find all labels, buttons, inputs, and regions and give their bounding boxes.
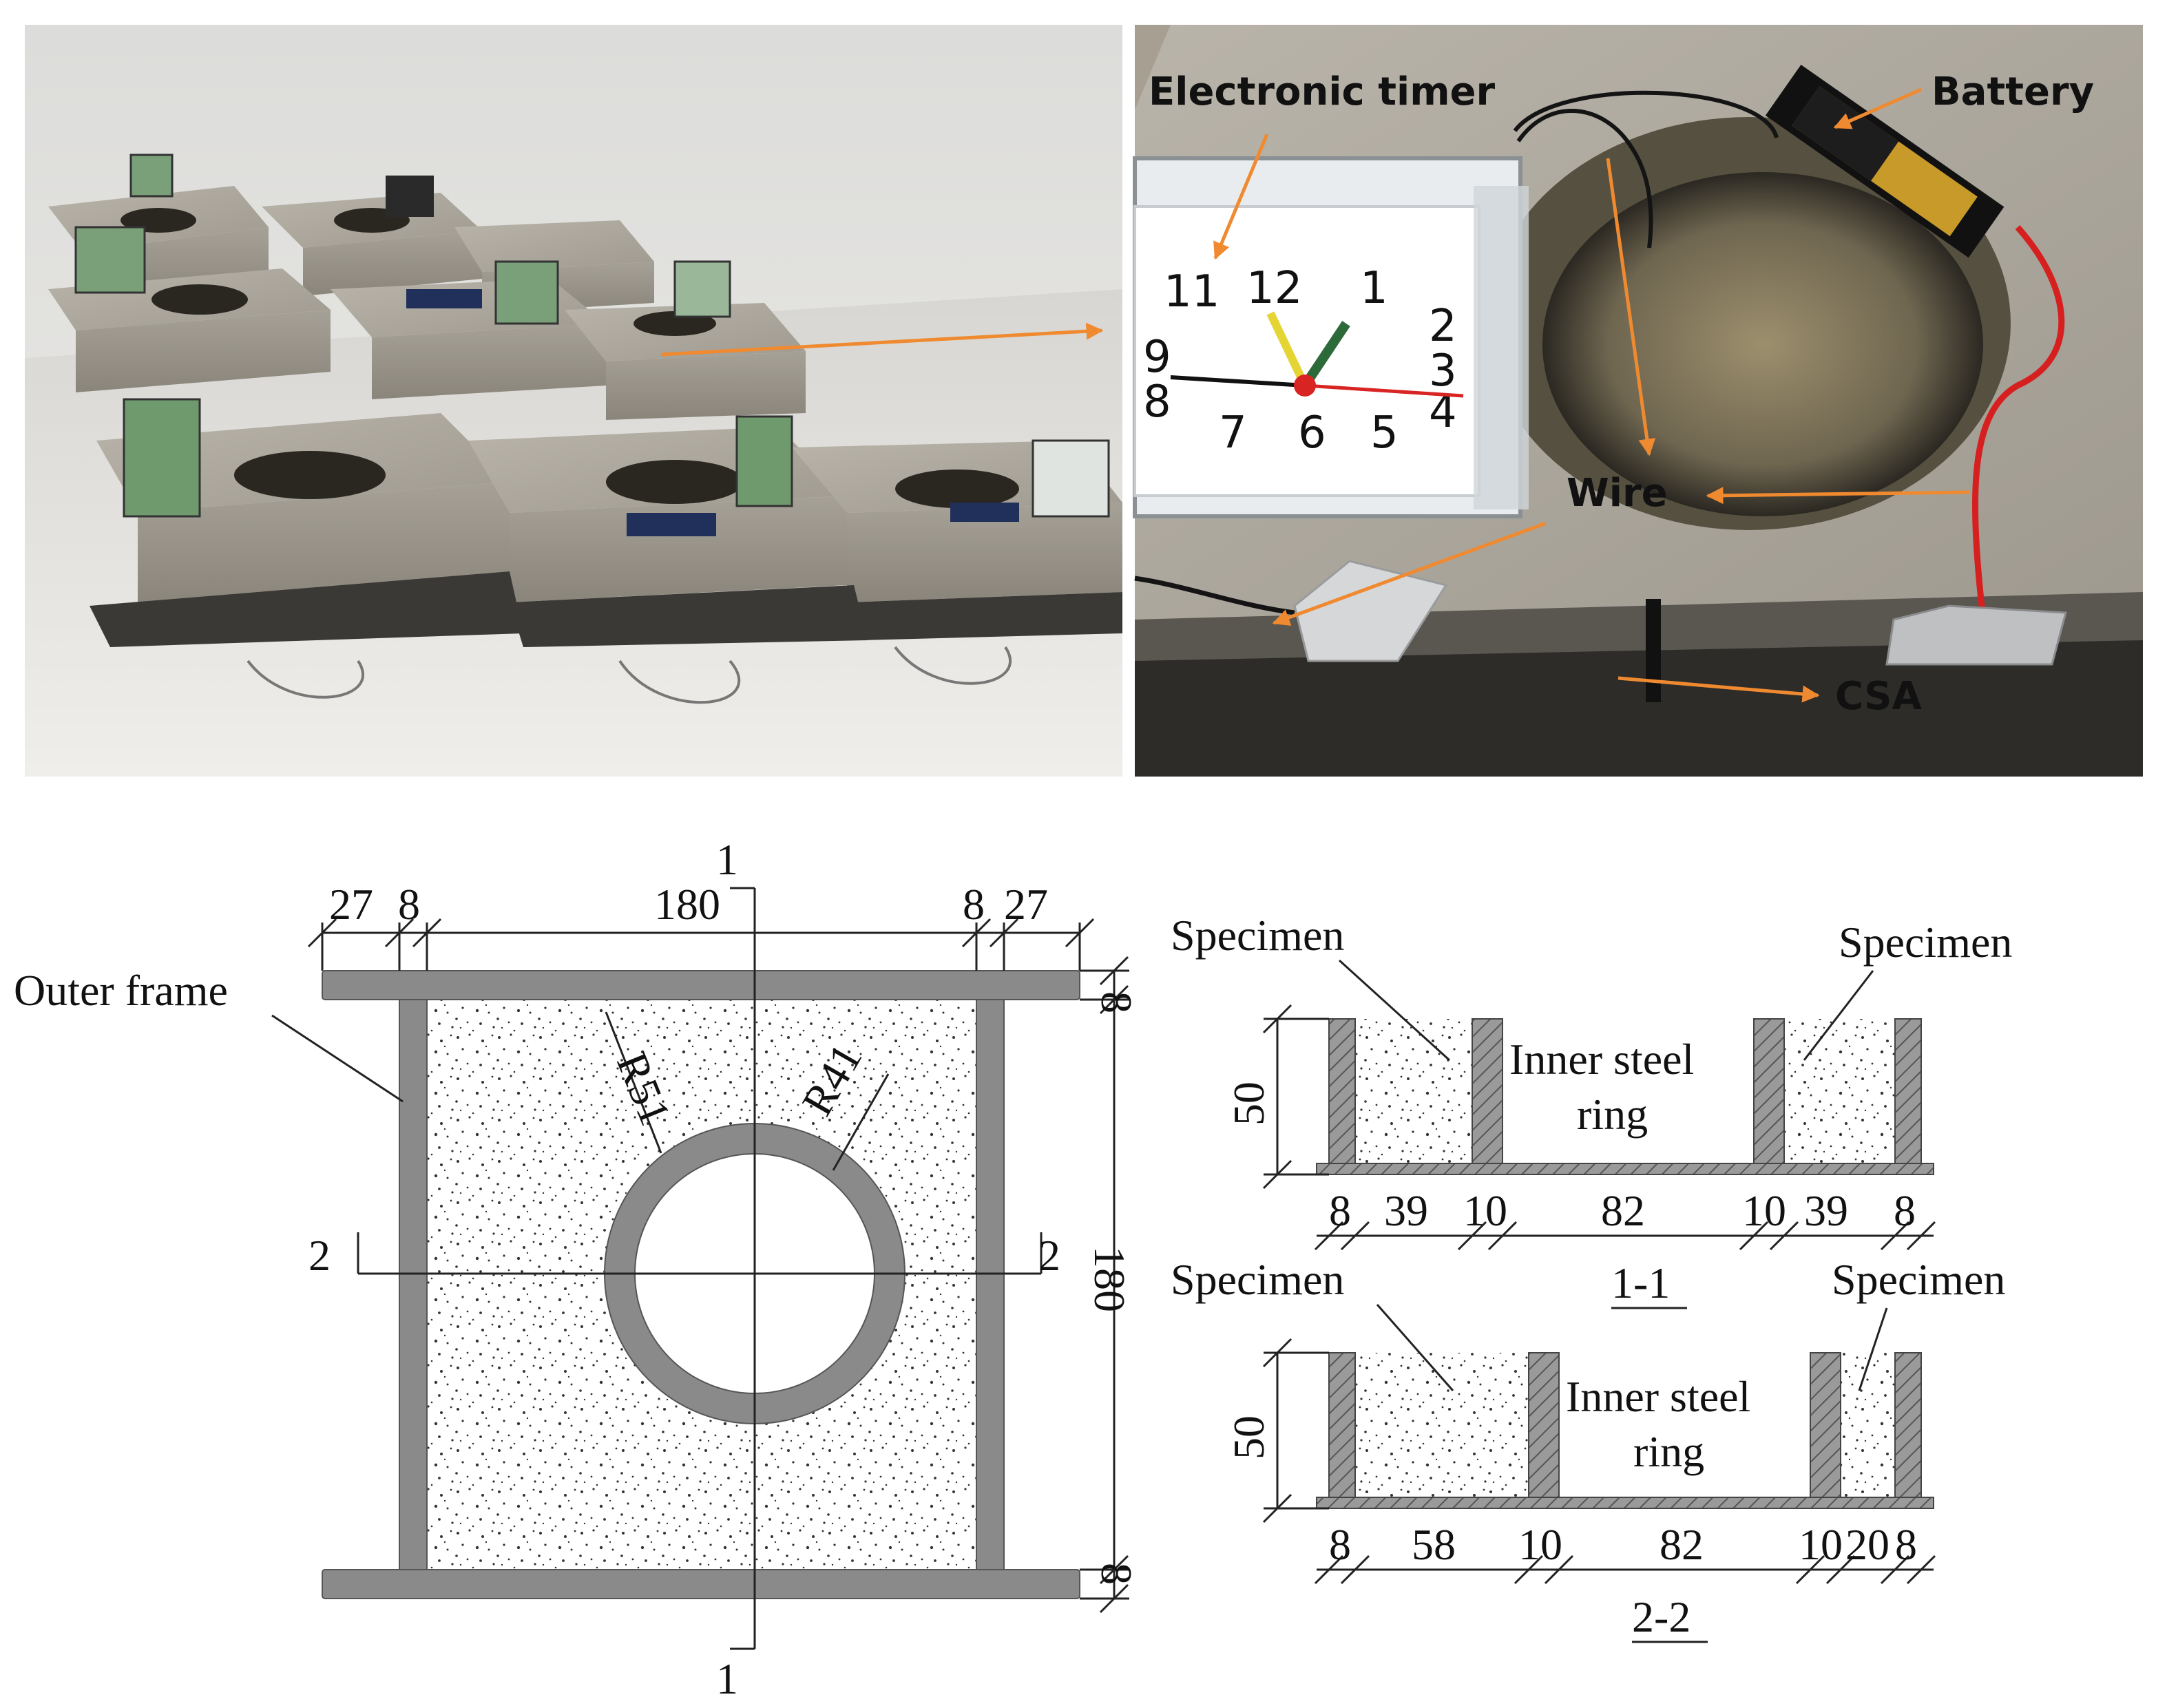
section-1-1: Inner steel ring Specimen Specimen 50 8 … <box>1171 911 2012 1309</box>
section-dim: 82 <box>1601 1186 1645 1235</box>
clock-number: 7 <box>1219 408 1247 458</box>
section-dim: 10 <box>1742 1186 1786 1235</box>
section-dim: 10 <box>1463 1186 1507 1235</box>
outer-frame-label: Outer frame <box>14 966 228 1015</box>
photo-closeup: 11 12 1 2 3 4 5 6 7 8 9 <box>1133 25 2143 777</box>
section-title: 2-2 <box>1632 1592 1690 1641</box>
section-title: 1-1 <box>1611 1258 1670 1307</box>
section-mark-2-right: 2 <box>1038 1231 1060 1280</box>
clock-number: 2 <box>1429 301 1457 352</box>
specimen-label-right: Specimen <box>1832 1255 2005 1304</box>
section-dim: 39 <box>1384 1186 1428 1235</box>
electronic-timer: 11 12 1 2 3 4 5 6 7 8 9 <box>1133 156 1529 518</box>
plan-view: R51 R41 27 8 180 8 27 8 8 180 1 <box>14 835 1141 1703</box>
section-dim: 8 <box>1329 1186 1351 1235</box>
wire-black <box>1516 109 1653 249</box>
section-dim: 8 <box>1894 1186 1916 1235</box>
clock-number: 12 <box>1246 263 1302 314</box>
wire-red <box>1971 225 2065 620</box>
section-dim: 10 <box>1518 1520 1562 1569</box>
leader-wire <box>1706 487 1970 505</box>
clock-number: 3 <box>1429 346 1457 397</box>
dim-8-right: 8 <box>963 880 985 929</box>
specimen-label-left: Specimen <box>1171 1255 1344 1304</box>
outer-frame-left-wall <box>399 999 428 1570</box>
photo-specimens <box>25 25 1122 777</box>
section-dim: 20 <box>1845 1520 1889 1569</box>
clock-number: 6 <box>1298 408 1326 458</box>
dim-8-right-bottom: 8 <box>1092 1563 1141 1585</box>
specimen-label-right: Specimen <box>1839 918 2012 967</box>
dim-27-left: 27 <box>329 880 373 929</box>
leader-battery <box>1833 87 1923 129</box>
section-mark-1-top: 1 <box>716 835 738 884</box>
section-ring-label: Inner steel <box>1566 1372 1750 1421</box>
leader-csa <box>1618 676 1820 703</box>
section-wall <box>1328 1018 1356 1164</box>
section-mark-2-left: 2 <box>308 1231 331 1280</box>
outer-frame-top-bar <box>322 970 1080 1000</box>
section-dim: 82 <box>1660 1520 1704 1569</box>
leader-wire <box>1272 521 1547 626</box>
dim-8-left: 8 <box>398 880 420 929</box>
section-dim: 8 <box>1895 1520 1917 1569</box>
label-battery: Battery <box>1932 70 2094 114</box>
section-base-plate <box>1316 1497 1934 1509</box>
section-ring-label: Inner steel <box>1509 1035 1694 1084</box>
outer-frame-bottom-bar <box>322 1569 1080 1599</box>
section-ring-wall <box>1810 1352 1841 1498</box>
clock-number: 8 <box>1143 377 1171 428</box>
section-dim: 58 <box>1412 1520 1456 1569</box>
clock-number: 5 <box>1370 408 1399 458</box>
clock-number: 1 <box>1360 263 1388 314</box>
section-ring-wall <box>1528 1352 1560 1498</box>
section-height-dim: 50 <box>1224 1082 1273 1126</box>
dim-27-right: 27 <box>1004 880 1048 929</box>
clock-number: 11 <box>1164 266 1219 317</box>
section-base-plate <box>1316 1163 1934 1175</box>
dim-8-right-top: 8 <box>1092 991 1141 1013</box>
section-dim: 8 <box>1329 1520 1351 1569</box>
label-csa: CSA <box>1835 674 1922 719</box>
section-height-dim: 50 <box>1224 1415 1273 1459</box>
outer-frame-right-wall <box>976 999 1005 1570</box>
dim-180-top: 180 <box>654 880 720 929</box>
section-2-2: Inner steel ring Specimen Specimen 50 8 … <box>1171 1255 2005 1643</box>
section-ring-wall <box>1753 1018 1785 1164</box>
leader-wire <box>1606 158 1656 456</box>
specimen-block <box>565 303 806 420</box>
section-wall <box>1894 1018 1922 1164</box>
leader-timer <box>1213 134 1269 260</box>
specimen-label-left: Specimen <box>1171 911 1344 960</box>
label-wire: Wire <box>1567 471 1668 516</box>
section-wall <box>1328 1352 1356 1498</box>
section-wall <box>1894 1352 1922 1498</box>
clock-number: 9 <box>1143 332 1171 383</box>
section-ring-wall <box>1472 1018 1503 1164</box>
section-mark-1-bottom: 1 <box>716 1654 738 1703</box>
section-dim: 39 <box>1804 1186 1848 1235</box>
label-electronic-timer: Electronic timer <box>1149 70 1496 114</box>
dim-180-right: 180 <box>1085 1246 1134 1312</box>
section-ring-label: ring <box>1633 1427 1704 1476</box>
section-ring-label: ring <box>1577 1090 1648 1139</box>
section-dim: 10 <box>1799 1520 1843 1569</box>
